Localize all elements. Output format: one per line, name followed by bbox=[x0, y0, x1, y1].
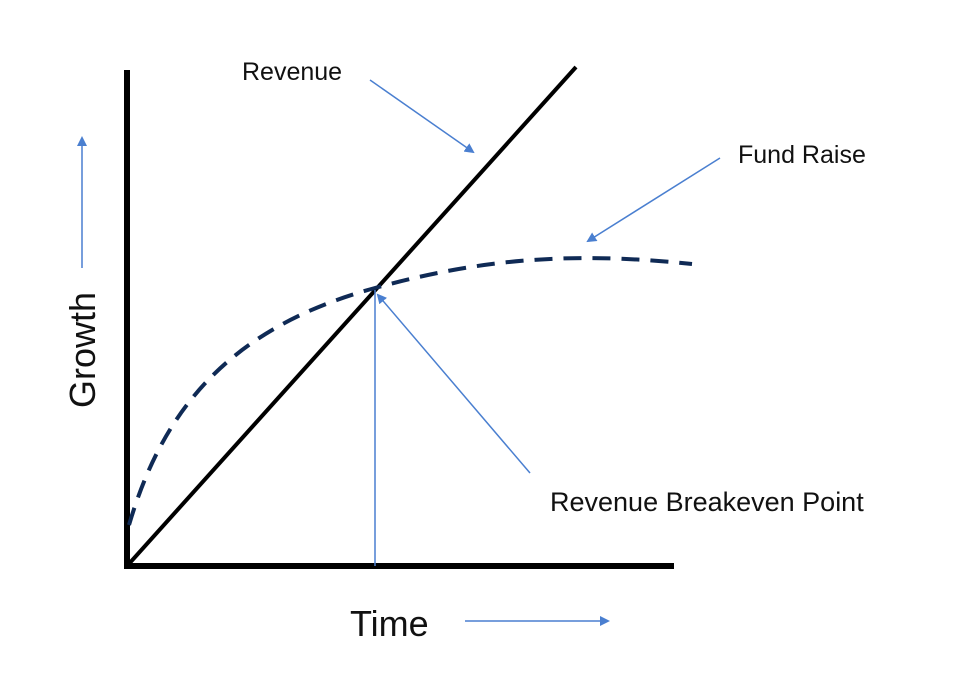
fund-raise-label: Fund Raise bbox=[738, 141, 866, 169]
revenue-line bbox=[125, 65, 578, 568]
y-axis-label: Growth bbox=[62, 291, 103, 409]
x-axis-label: Time bbox=[350, 603, 429, 644]
revenue-pointer-arrow bbox=[369, 79, 475, 154]
fund-raise-pointer-arrow bbox=[586, 157, 721, 243]
fund-raise-curve bbox=[127, 256, 693, 526]
breakeven-pointer-arrow bbox=[376, 293, 531, 474]
revenue-label: Revenue bbox=[242, 58, 343, 86]
breakeven-point-label: Revenue Breakeven Point bbox=[550, 487, 864, 517]
